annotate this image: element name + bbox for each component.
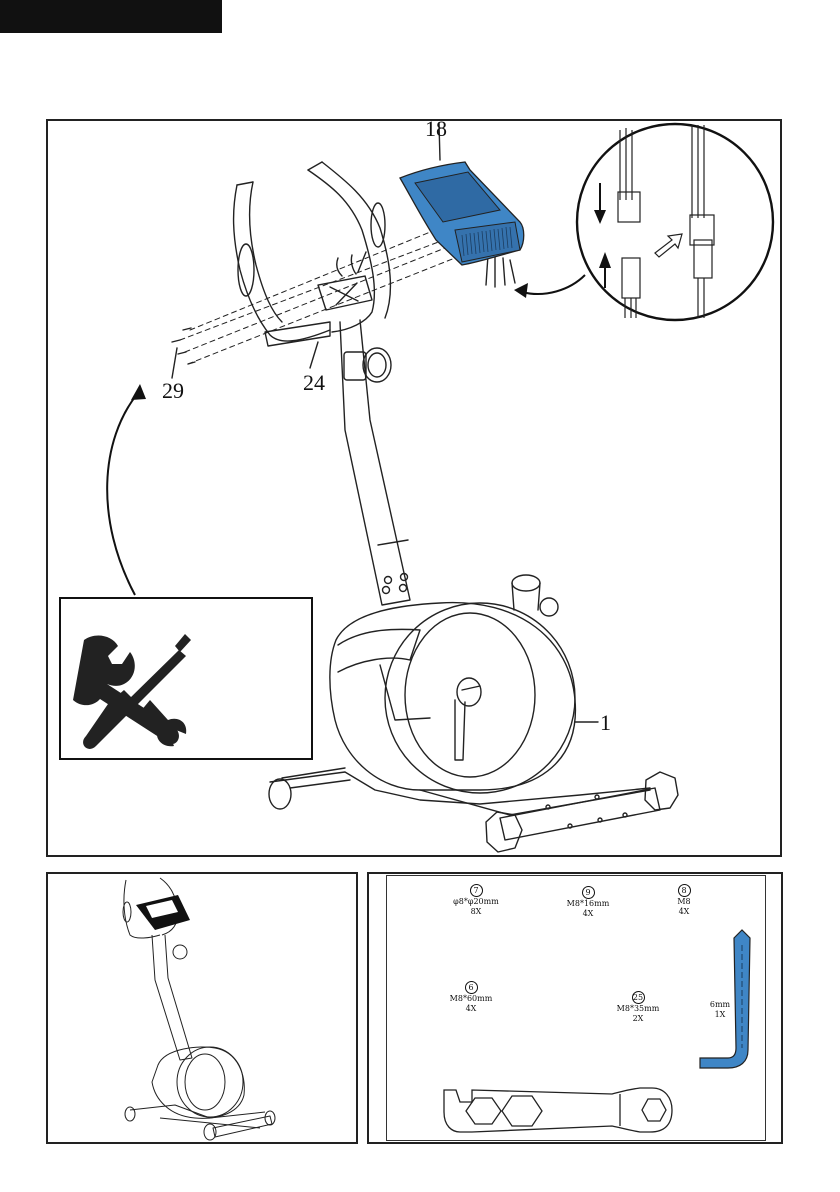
spanner-wrench-icon [444, 1088, 672, 1132]
